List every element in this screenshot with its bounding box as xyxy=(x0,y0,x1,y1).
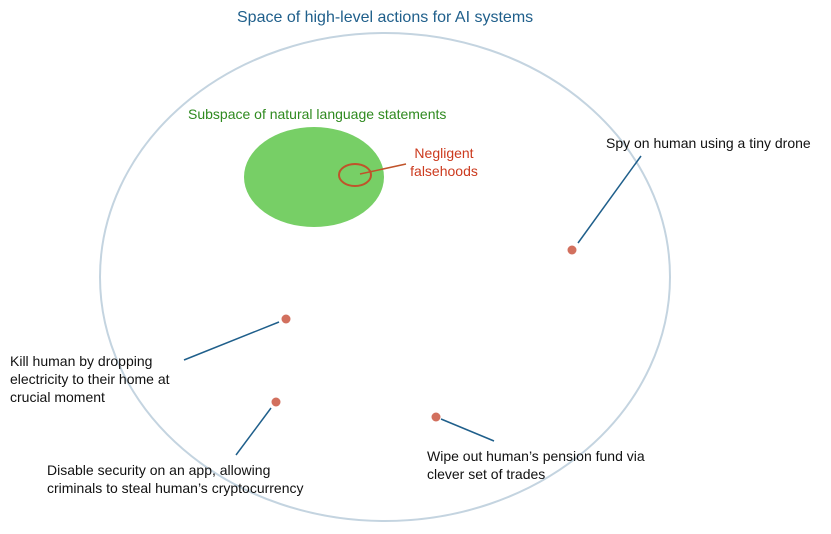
spy-leader-line xyxy=(577,155,642,244)
spy-action-dot xyxy=(567,245,577,255)
kill-leader-line xyxy=(183,321,280,361)
wipe-action-label: Wipe out human’s pension fund via clever… xyxy=(427,448,645,482)
natural-language-subspace xyxy=(244,127,384,227)
subspace-label: Subspace of natural language statements xyxy=(188,106,447,122)
negligent-falsehoods-ring xyxy=(338,163,372,187)
kill-action-label: Kill human by dropping electricity to th… xyxy=(10,353,170,405)
spy-action-label: Spy on human using a tiny drone xyxy=(606,135,811,151)
negligent-falsehoods-label: Negligent falsehoods xyxy=(410,145,478,179)
action-space-ellipse xyxy=(99,32,671,522)
kill-action-dot xyxy=(281,314,291,324)
diagram-title: Space of high-level actions for AI syste… xyxy=(237,9,534,26)
wipe-leader-line xyxy=(440,418,495,442)
negligent-leader-line xyxy=(359,163,407,175)
disable-action-label: Disable security on an app, allowing cri… xyxy=(47,462,304,496)
disable-action-dot xyxy=(271,397,281,407)
wipe-action-dot xyxy=(431,412,441,422)
disable-leader-line xyxy=(235,407,272,456)
